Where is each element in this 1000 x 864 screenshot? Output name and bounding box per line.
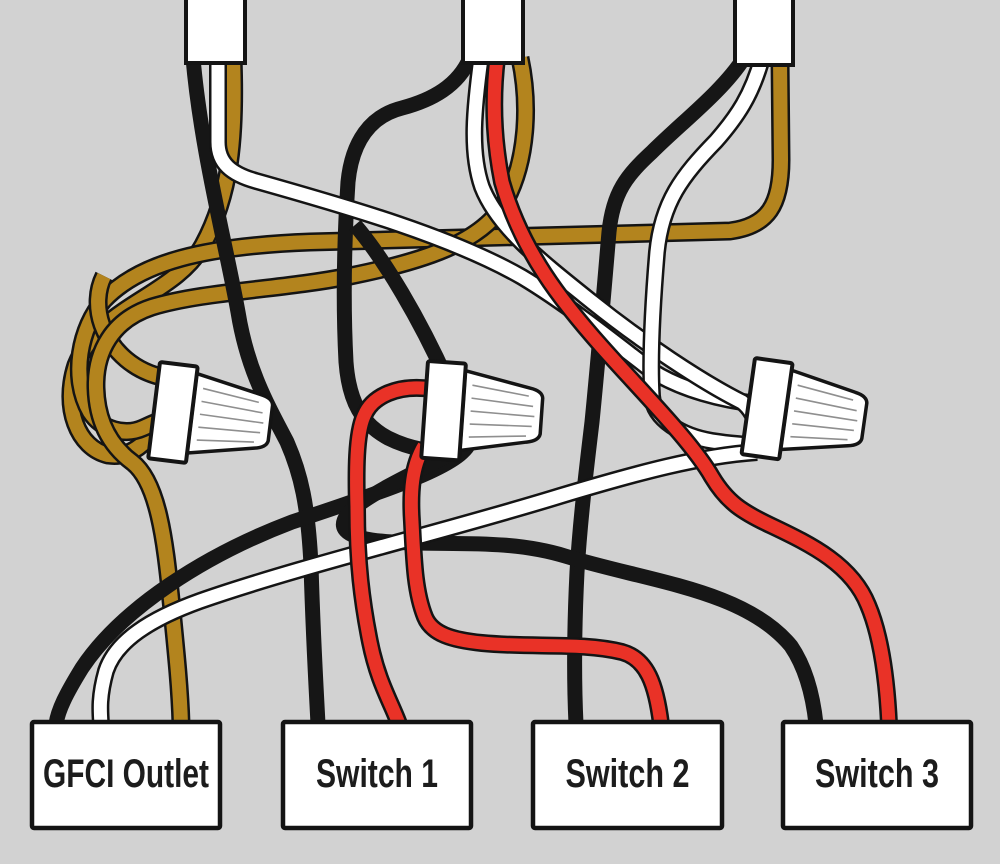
device-box-switch-2-rect (530, 719, 725, 831)
wire-nuts-layer (146, 356, 869, 465)
wire-nut-right-ridge-5 (790, 435, 848, 441)
wire-nut-middle (419, 359, 545, 463)
wire-nut-left-base (146, 360, 200, 465)
wire-nut-left-ridge-5 (196, 439, 254, 443)
device-box-switch-1: Switch 1 (280, 719, 474, 831)
device-box-switch-2: Switch 2 (530, 719, 725, 831)
wire-nut-right-ridge-1 (797, 384, 854, 401)
wire-nut-left-ridge-1 (202, 387, 260, 404)
wire-white-left-entry-to-nut3 (211, 58, 758, 411)
wire-ground-nut1-stub (91, 272, 168, 385)
device-box-switch-1-label: Switch 1 (316, 752, 438, 796)
wire-nut-right-ridge-2 (795, 397, 857, 412)
wires-layer (48, 53, 898, 728)
wire-black-left-entry-to-switch1 (185, 57, 326, 725)
device-box-switch-3-label: Switch 3 (815, 752, 939, 796)
wire-nut-middle-ridge-5 (468, 435, 527, 438)
wire-black-middle-entry-to-nut2 (336, 54, 477, 461)
wire-nut-left-ridge-4 (198, 426, 261, 434)
wire-red-nut2-to-switch2 (404, 442, 668, 725)
wire-nut-right (739, 356, 869, 462)
wire-nut-middle-ridge-2 (471, 397, 534, 408)
cable-entry-left (184, 0, 247, 65)
cable-entry-middle (461, 0, 525, 65)
wire-white-middle-entry-to-nut3 (467, 57, 764, 428)
cable-entry-right (733, 0, 795, 67)
wire-nut-right-ridge-3 (793, 410, 858, 422)
wire-white-right-entry-to-nut3 (644, 56, 769, 452)
wire-nut-middle-ridge-4 (469, 423, 532, 428)
wire-nut-right-ridge-4 (792, 423, 854, 432)
device-boxes-layer: GFCI Outlet Switch 1 Switch 2 Switch 3 (29, 719, 974, 831)
device-box-switch-1-rect (280, 719, 474, 831)
device-box-gfci-outlet-label: GFCI Outlet (43, 752, 209, 796)
device-box-switch-2-label: Switch 2 (566, 752, 690, 796)
wire-nut-middle-base (419, 359, 468, 463)
wire-black-right-entry-to-switch2 (567, 53, 751, 725)
device-box-gfci-outlet-rect (29, 719, 223, 831)
cable-entries-layer (184, 0, 795, 67)
wire-nut-left-ridge-3 (199, 413, 264, 424)
wire-white-nut3-pigtail-to-gfci (93, 445, 758, 725)
wire-nut-left (146, 360, 275, 465)
device-box-switch-3: Switch 3 (780, 719, 974, 831)
wire-red-middle-entry-to-switch3 (487, 57, 896, 725)
device-box-gfci-outlet: GFCI Outlet (29, 719, 223, 831)
wire-nut-middle-ridge-1 (472, 384, 529, 397)
wire-red-nut2-to-switch1 (350, 381, 433, 727)
wire-nut-left-ridge-2 (201, 400, 263, 414)
wire-nut-left-cone (185, 371, 275, 455)
wire-nut-right-base (739, 356, 795, 462)
wire-nut-middle-ridge-3 (470, 410, 535, 418)
wire-nut-middle-cone (458, 368, 545, 453)
device-box-switch-3-rect (780, 719, 974, 831)
